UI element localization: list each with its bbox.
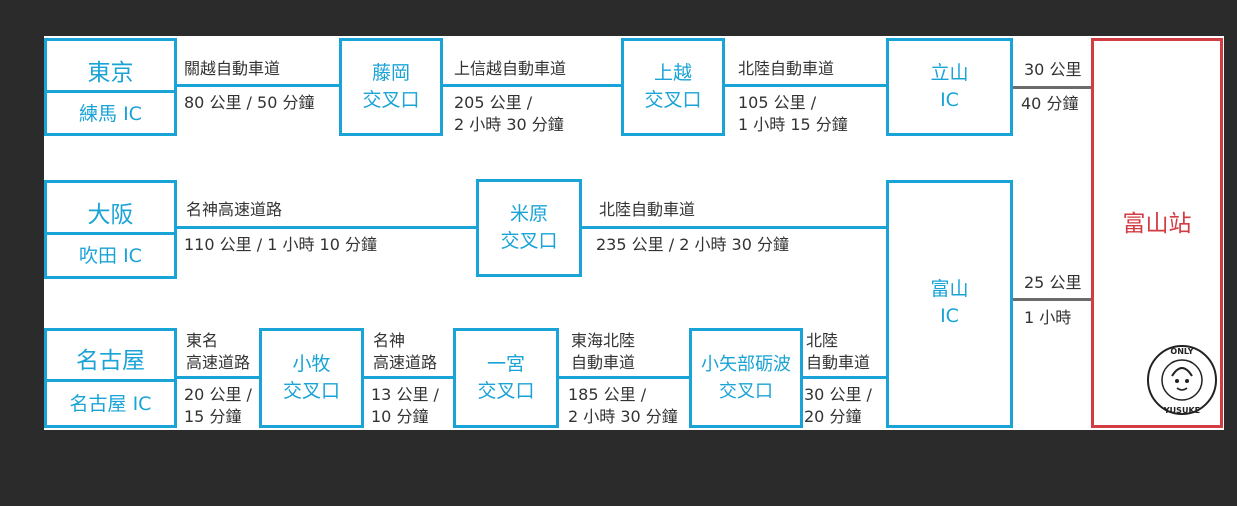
road-name: 上信越自動車道 <box>454 59 567 78</box>
origin-city-nagoya: 名古屋 <box>76 348 145 374</box>
junction-fujioka-box <box>339 38 443 136</box>
ic-toyama: 富山 IC <box>930 278 969 327</box>
road-distance: 80 公里 / 50 分鐘 <box>184 93 315 112</box>
road-name: 北陸 自動車道 <box>806 331 871 372</box>
ic-toyama-box <box>886 180 1013 428</box>
road-distance: 205 公里 / 2 小時 30 分鐘 <box>454 93 564 134</box>
junction-joetsu-box <box>621 38 725 136</box>
destination-toyama-station: 富山站 <box>1122 211 1192 237</box>
only-yusuke-logo: ONLY YUSUKE <box>1142 340 1222 420</box>
divider <box>44 90 177 93</box>
origin-tokyo-box <box>44 38 177 136</box>
origin-ic-tokyo: 練馬 IC <box>79 103 142 125</box>
road-distance: 235 公里 / 2 小時 30 分鐘 <box>596 235 789 254</box>
road-distance: 13 公里 / 10 分鐘 <box>371 385 439 426</box>
junction-maibara: 米原 交叉口 <box>500 203 558 252</box>
route-line <box>725 84 886 87</box>
logo-graphic: ONLY YUSUKE <box>1147 345 1217 415</box>
road-distance: 20 公里 / 15 分鐘 <box>184 385 252 426</box>
road-name: 東海北陸 自動車道 <box>571 331 636 372</box>
route-diagram: 東京 練馬 IC 關越自動車道 80 公里 / 50 分鐘 藤岡 交叉口 上信越… <box>44 36 1224 430</box>
road-distance: 185 公里 / 2 小時 30 分鐘 <box>568 385 678 426</box>
junction-ichinomiya-box <box>453 328 559 428</box>
road-distance: 110 公里 / 1 小時 10 分鐘 <box>184 235 377 254</box>
route-line <box>803 376 886 379</box>
junction-ichinomiya: 一宮 交叉口 <box>477 353 535 402</box>
logo-bottom-text: YUSUKE <box>1163 406 1200 415</box>
road-name: 名神高速道路 <box>186 200 283 219</box>
divider <box>44 379 177 382</box>
road-distance: 25 公里 <box>1024 273 1082 292</box>
route-line <box>559 376 689 379</box>
road-distance: 30 公里 <box>1024 60 1082 79</box>
junction-fujioka: 藤岡 交叉口 <box>362 62 420 111</box>
origin-ic-osaka: 吹田 IC <box>79 245 142 267</box>
route-line-final <box>1013 86 1091 89</box>
junction-joetsu: 上越 交叉口 <box>644 62 702 111</box>
origin-ic-nagoya: 名古屋 IC <box>69 393 152 415</box>
junction-oyabe: 小矢部砺波 交叉口 <box>701 354 791 402</box>
road-distance: 30 公里 / 20 分鐘 <box>804 385 872 426</box>
ic-tateyama: 立山 IC <box>930 62 969 111</box>
road-name: 關越自動車道 <box>184 59 281 78</box>
road-name: 東名 高速道路 <box>186 331 251 372</box>
route-line <box>582 226 886 229</box>
ic-tateyama-box <box>886 38 1013 136</box>
road-time: 40 分鐘 <box>1021 94 1079 113</box>
origin-city-tokyo: 東京 <box>87 60 134 86</box>
route-line <box>443 84 621 87</box>
junction-maibara-box <box>476 179 582 277</box>
junction-oyabe-box <box>689 328 803 428</box>
divider <box>44 232 177 235</box>
road-name: 北陸自動車道 <box>599 200 696 219</box>
junction-komaki-box <box>259 328 364 428</box>
route-line <box>177 376 259 379</box>
route-line-final <box>1013 298 1091 301</box>
junction-komaki: 小牧 交叉口 <box>282 353 340 402</box>
road-name: 名神 高速道路 <box>373 331 438 372</box>
road-name: 北陸自動車道 <box>738 59 835 78</box>
origin-nagoya-box <box>44 328 177 428</box>
road-distance: 105 公里 / 1 小時 15 分鐘 <box>738 93 848 134</box>
road-time: 1 小時 <box>1024 308 1072 327</box>
route-line <box>364 376 453 379</box>
route-line <box>177 226 476 229</box>
origin-osaka-box <box>44 180 177 279</box>
logo-top-text: ONLY <box>1170 347 1193 356</box>
route-line <box>177 84 339 87</box>
origin-city-osaka: 大阪 <box>87 202 134 228</box>
